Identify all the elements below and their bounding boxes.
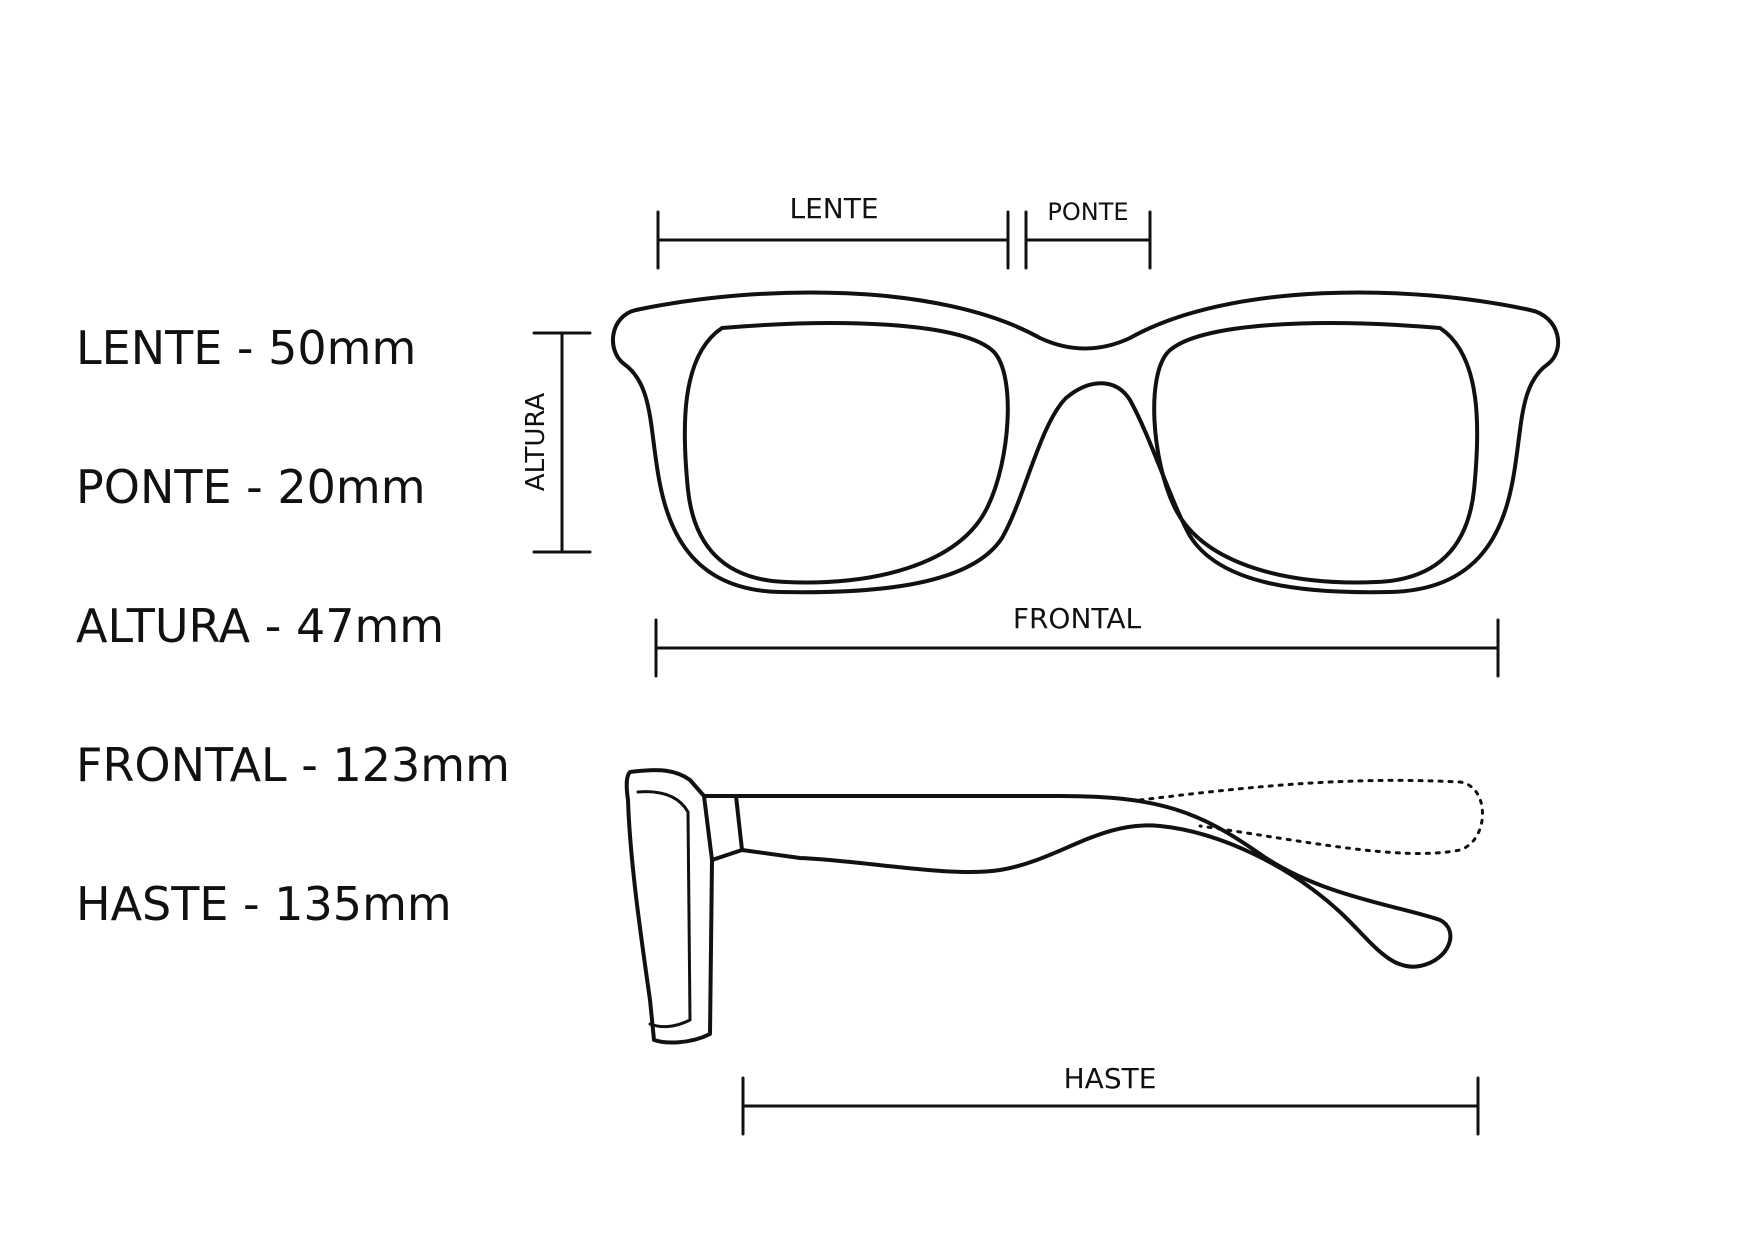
lente-dimension-label: LENTE — [789, 192, 878, 225]
frontal-dimension-label: FRONTAL — [1013, 602, 1142, 635]
haste-dimension: HASTE — [741, 1062, 1480, 1136]
spec-haste: HASTE - 135mm — [76, 877, 452, 931]
lente-dimension: LENTE — [656, 192, 1010, 270]
spec-altura: ALTURA - 47mm — [76, 599, 445, 653]
spec-frontal: FRONTAL - 123mm — [76, 738, 510, 792]
altura-dimension: ALTURA — [521, 331, 592, 554]
glasses-front-view — [610, 290, 1561, 595]
ponte-dimension: PONTE — [1024, 198, 1152, 270]
altura-dimension-label: ALTURA — [521, 393, 551, 492]
ponte-dimension-label: PONTE — [1047, 198, 1128, 226]
spec-ponte: PONTE - 20mm — [76, 460, 426, 514]
glasses-side-view — [624, 768, 1484, 1045]
spec-lente: LENTE - 50mm — [76, 321, 417, 375]
haste-dimension-label: HASTE — [1064, 1062, 1157, 1095]
frontal-dimension: FRONTAL — [654, 602, 1500, 678]
